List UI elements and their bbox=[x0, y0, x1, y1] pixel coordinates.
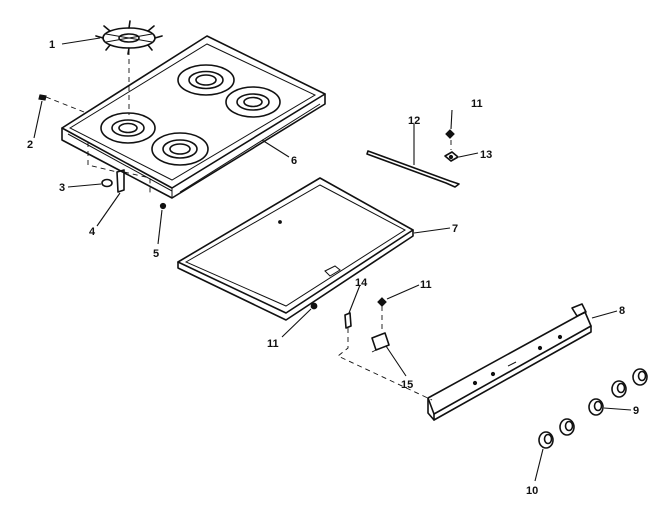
clip-part-14 bbox=[344, 312, 352, 329]
knob-9c bbox=[632, 368, 648, 386]
screw-part-11-top bbox=[445, 129, 455, 139]
knob-10a bbox=[538, 431, 554, 449]
liner-panel bbox=[177, 177, 414, 321]
knob-9a bbox=[588, 398, 604, 416]
rod-part-12 bbox=[366, 150, 460, 188]
bracket-part-4 bbox=[116, 169, 125, 193]
screw-part-5 bbox=[159, 202, 167, 210]
screw-guide-line bbox=[45, 96, 85, 113]
callout-13: 13 bbox=[480, 149, 492, 161]
callout-10: 10 bbox=[526, 485, 538, 497]
screw-part-2 bbox=[38, 94, 47, 101]
callout-15: 15 bbox=[401, 379, 413, 391]
nut-part-13 bbox=[444, 151, 459, 162]
callout-2: 2 bbox=[27, 139, 33, 151]
callout-11-top: 11 bbox=[471, 98, 483, 110]
callout-5: 5 bbox=[153, 248, 159, 260]
bracket-part-15 bbox=[371, 332, 390, 351]
cooktop bbox=[61, 35, 326, 199]
callout-1: 1 bbox=[49, 39, 55, 51]
burner-grate bbox=[95, 20, 163, 55]
knob-10b bbox=[559, 418, 575, 436]
callout-11-right: 11 bbox=[420, 279, 432, 291]
callout-11-left: 11 bbox=[267, 338, 279, 350]
burner-bowl-front-left bbox=[151, 132, 209, 166]
knob-9b bbox=[611, 380, 627, 398]
clip-part-3 bbox=[101, 178, 113, 188]
callout-3: 3 bbox=[59, 182, 65, 194]
lower-guide-lines bbox=[337, 306, 433, 401]
callout-4: 4 bbox=[89, 226, 96, 238]
burner-bowl-rear-right bbox=[177, 64, 235, 96]
leader-lines bbox=[33, 37, 632, 482]
control-panel bbox=[427, 303, 592, 421]
callout-14: 14 bbox=[355, 277, 368, 289]
callout-9: 9 bbox=[633, 405, 639, 417]
callout-7: 7 bbox=[452, 223, 458, 235]
bracket-guide-lines bbox=[87, 142, 151, 195]
callout-8: 8 bbox=[619, 305, 625, 317]
screw-part-11-left bbox=[310, 302, 318, 310]
burner-bowl-rear-left bbox=[100, 112, 156, 144]
burner-bowl-front-right bbox=[225, 86, 281, 118]
callout-12: 12 bbox=[408, 115, 420, 127]
screw-part-11-right bbox=[377, 297, 387, 307]
callout-6: 6 bbox=[291, 155, 297, 167]
